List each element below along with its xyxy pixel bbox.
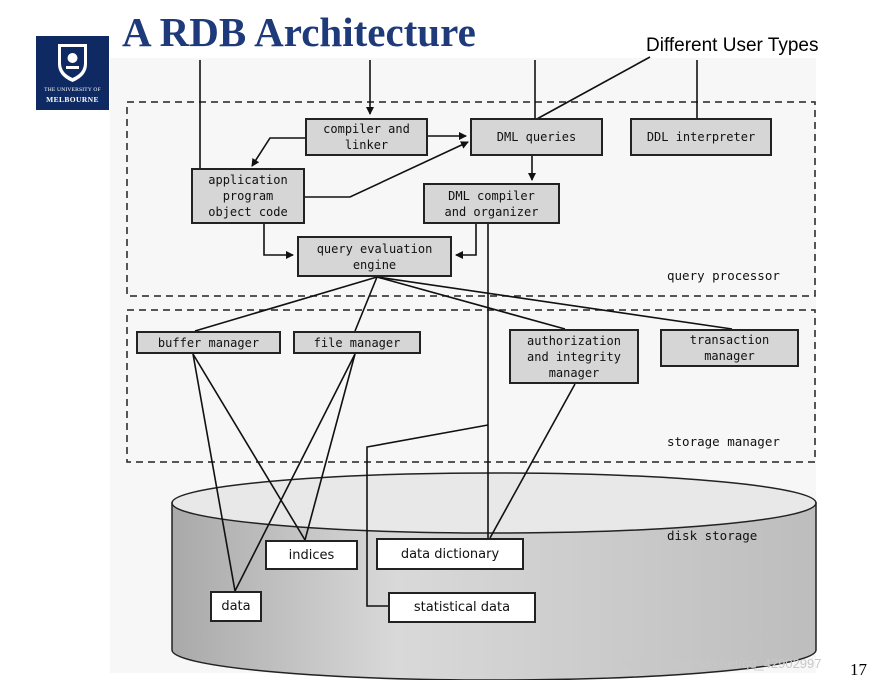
- statistical-data-box: statistical data: [388, 592, 536, 623]
- disk-storage-label: disk storage: [667, 528, 758, 543]
- crest-icon: [58, 44, 87, 82]
- slide-title: A RDB Architecture: [122, 9, 476, 55]
- university-logo: THE UNIVERSITY OF MELBOURNE: [36, 36, 109, 110]
- data-box: data: [210, 591, 262, 622]
- query-processor-label: query processor: [667, 268, 780, 283]
- authorization-manager-box: authorization and integrity manager: [509, 329, 639, 384]
- ddl-interpreter-box: DDL interpreter: [630, 118, 772, 156]
- dml-compiler-box: DML compiler and organizer: [423, 183, 560, 224]
- user-types-annotation: Different User Types: [646, 35, 819, 56]
- indices-box: indices: [265, 540, 358, 570]
- disk-cylinder: [171, 472, 817, 680]
- connector-lines: [192, 56, 733, 607]
- query-processor-region: [126, 101, 816, 297]
- buffer-manager-box: buffer manager: [136, 331, 281, 354]
- dml-queries-box: DML queries: [470, 118, 603, 156]
- application-program-box: application program object code: [191, 168, 305, 224]
- logo-line1: THE UNIVERSITY OF: [44, 87, 101, 93]
- logo-line2: MELBOURNE: [46, 95, 99, 104]
- file-manager-box: file manager: [293, 331, 421, 354]
- compiler-linker-box: compiler and linker: [305, 118, 428, 156]
- page-number: 17: [850, 660, 867, 679]
- watermark: https://blog.csdn.net/qq_42902997: [622, 656, 822, 671]
- data-dictionary-box: data dictionary: [376, 538, 524, 570]
- query-engine-box: query evaluation engine: [297, 236, 452, 277]
- transaction-manager-box: transaction manager: [660, 329, 799, 367]
- storage-manager-label: storage manager: [667, 434, 780, 449]
